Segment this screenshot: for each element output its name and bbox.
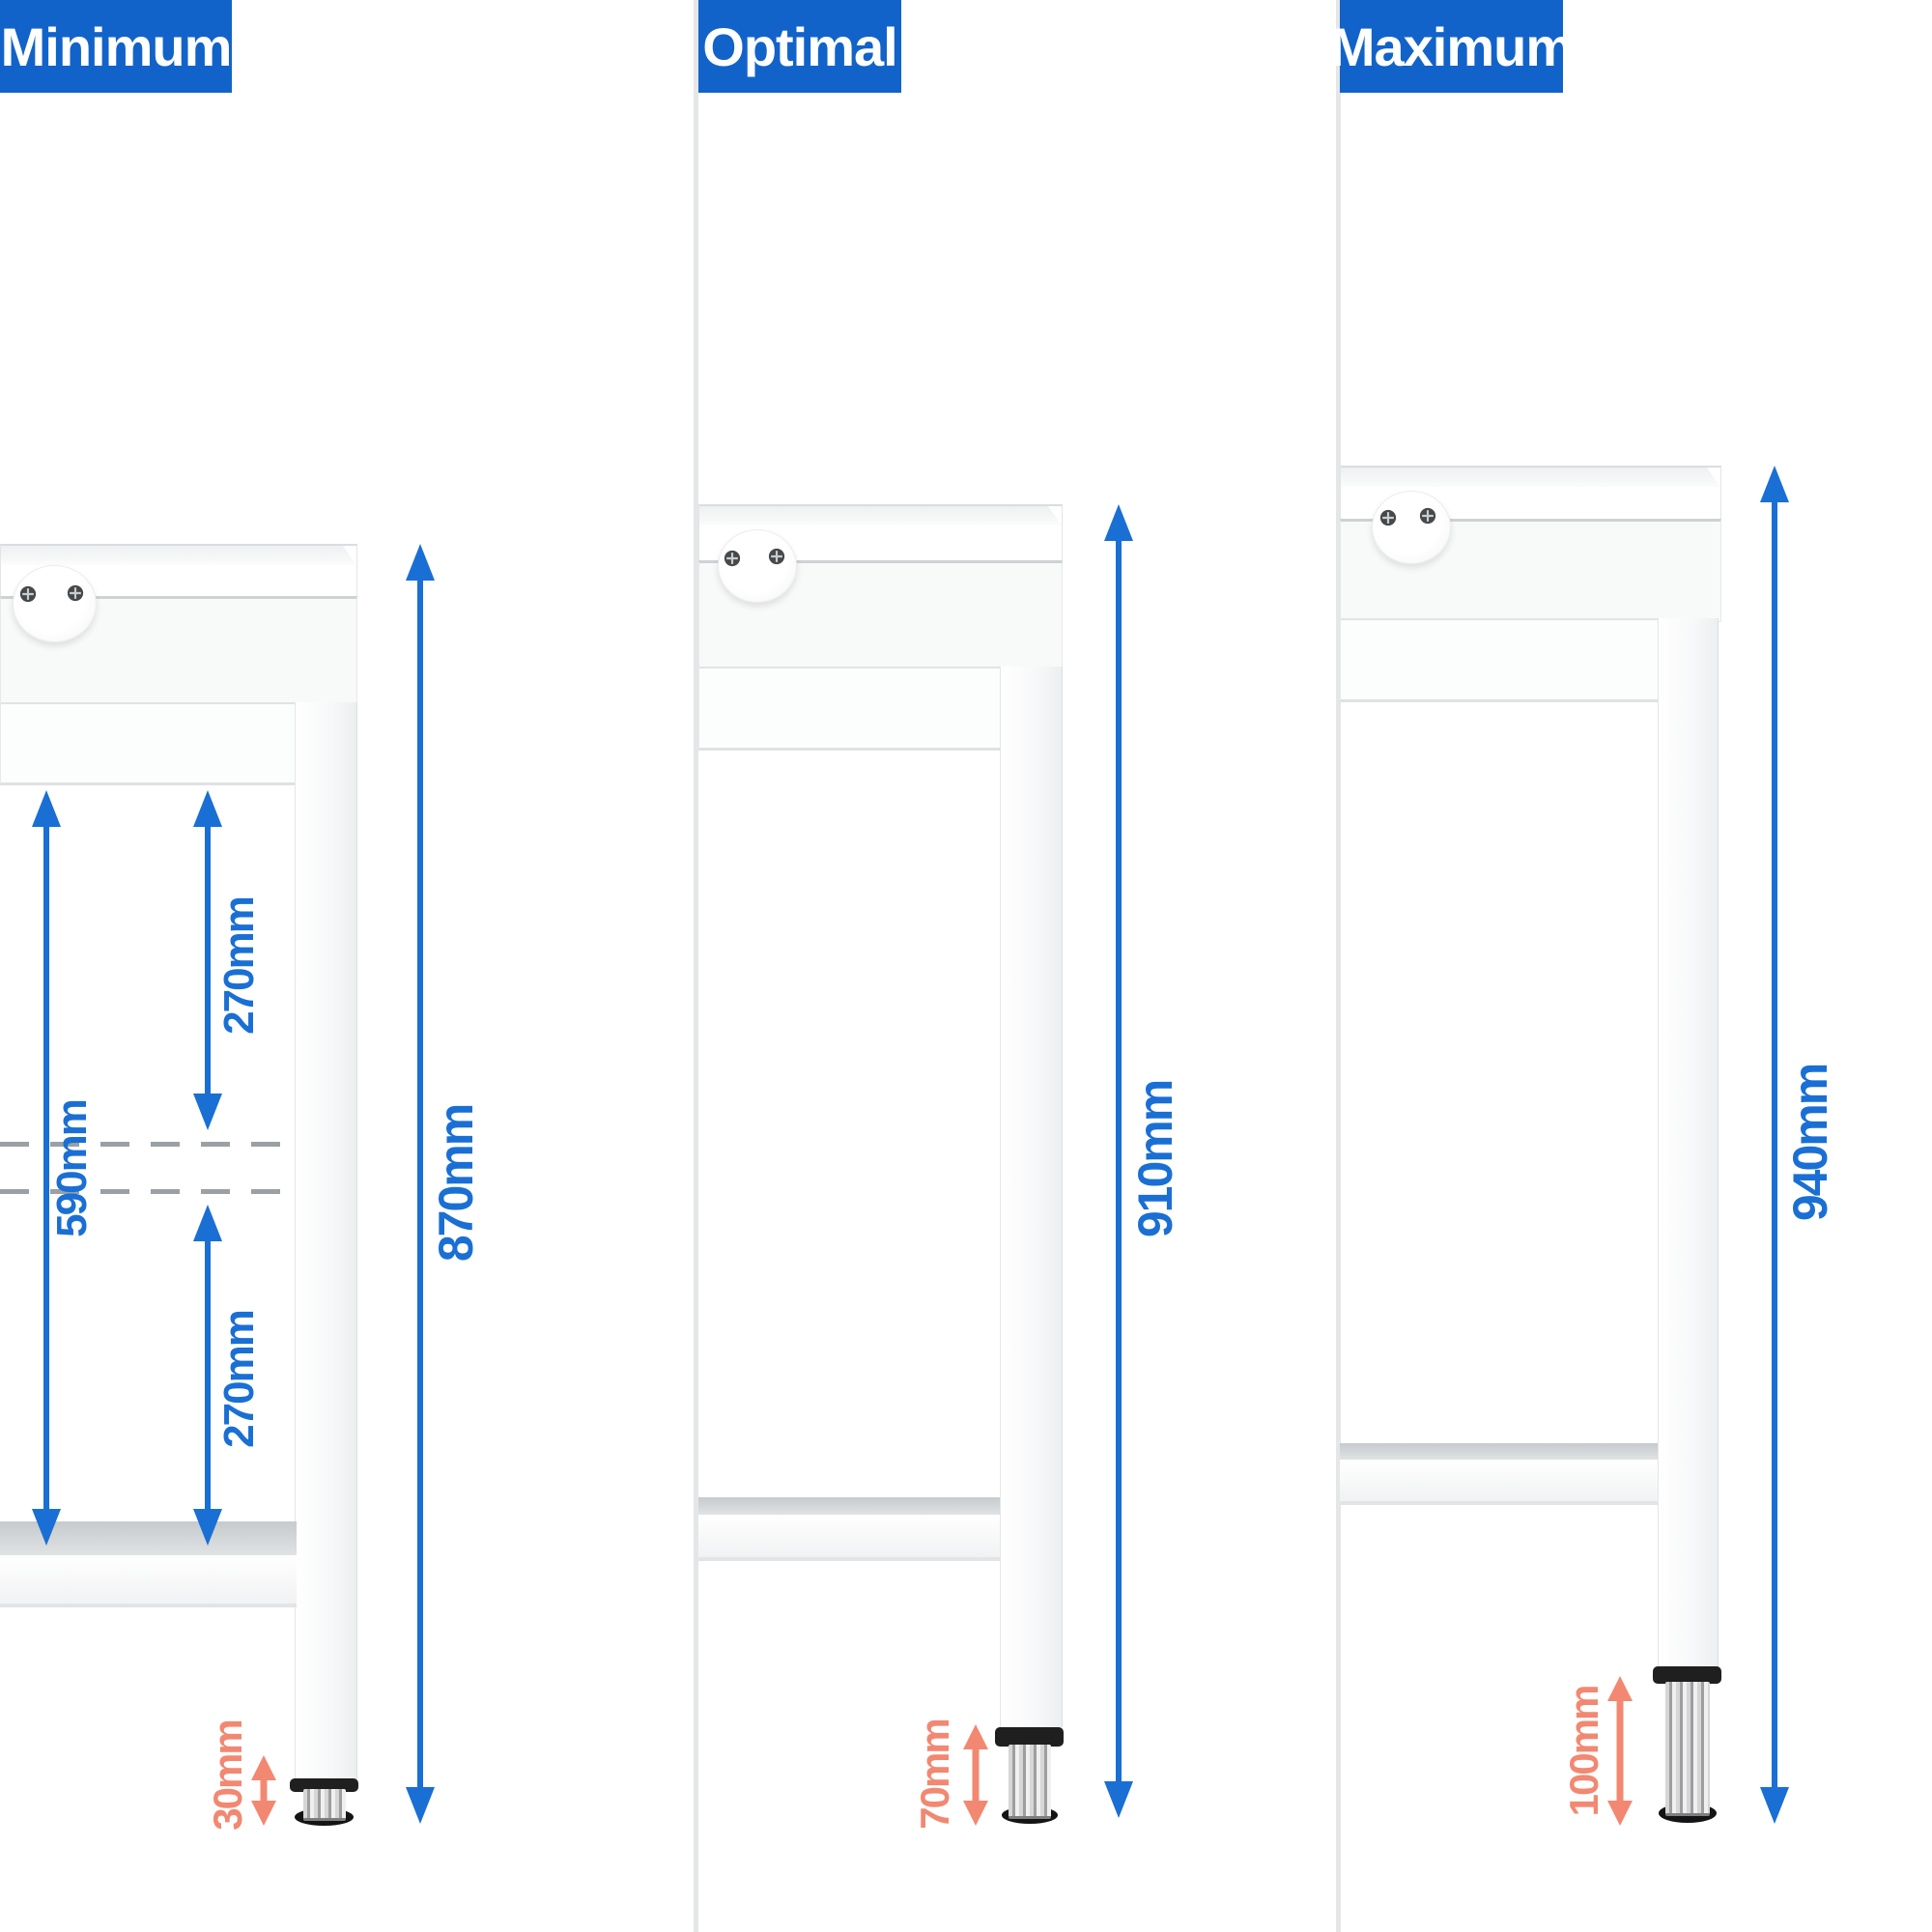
screw-icon: [1379, 509, 1397, 526]
dimension-label-940mm: 940mm: [1783, 1064, 1837, 1222]
adjust-label-70mm: 70mm: [912, 1719, 957, 1830]
dashed-break-line: [0, 1189, 296, 1194]
dimension-arrow-590mm: [30, 790, 63, 1546]
arrowhead-up-icon: [963, 1724, 988, 1749]
arrowhead-down-icon: [32, 1509, 61, 1546]
dimension-label-910mm: 910mm: [1128, 1080, 1182, 1238]
tabletop-edge: [699, 506, 1062, 526]
dimension-label-590mm: 590mm: [48, 1100, 96, 1237]
arrow-line: [1116, 533, 1122, 1789]
panel-title-label: Minimum: [0, 15, 233, 77]
upper-cross-rail: [1340, 618, 1660, 702]
arrowhead-down-icon: [406, 1787, 435, 1824]
arrow-line: [1616, 1693, 1624, 1808]
panel-title-label: Optimal: [702, 15, 897, 77]
arrowhead-up-icon: [1607, 1676, 1633, 1701]
adjustable-foot: [1009, 1745, 1051, 1819]
table-leg: [295, 702, 357, 1779]
arrowhead-up-icon: [193, 790, 222, 827]
bottom-rail-front: [698, 1515, 1000, 1561]
panel-divider: [1336, 0, 1341, 1932]
table-leg: [1000, 667, 1063, 1727]
tabletop-edge: [1, 546, 356, 565]
arrowhead-up-icon: [406, 544, 435, 581]
arrow-line: [43, 819, 49, 1517]
adjustable-foot: [1665, 1682, 1710, 1816]
panel-title-minimum: Minimum: [0, 0, 232, 93]
dimension-arrow-910mm: [1102, 504, 1135, 1818]
screw-icon: [768, 548, 785, 565]
dashed-break-line: [0, 1142, 296, 1147]
arrow-line: [205, 819, 211, 1101]
arrow-line: [1772, 495, 1777, 1795]
tabletop-edge: [1341, 468, 1720, 487]
bottom-rail-front: [1340, 1460, 1658, 1505]
arrowhead-down-icon: [193, 1094, 222, 1130]
arrow-line: [417, 573, 423, 1795]
bottom-rail-surface: [698, 1497, 1000, 1515]
screw-icon: [19, 585, 37, 603]
upper-cross-rail: [698, 667, 1002, 751]
dimension-label-870mm: 870mm: [429, 1104, 483, 1263]
foot-cap: [1653, 1666, 1721, 1684]
mounting-bracket: [718, 529, 797, 603]
panel-title-optimal: Optimal: [698, 0, 901, 93]
table-leg: [1658, 618, 1719, 1666]
dimension-label-270mm-lower: 270mm: [215, 1311, 263, 1448]
panel-title-maximum: Maximum: [1330, 0, 1574, 93]
screw-icon: [724, 550, 741, 567]
adjust-arrow-30mm: [250, 1755, 277, 1826]
mounting-bracket: [1372, 491, 1451, 564]
dimension-label-270mm-upper: 270mm: [215, 897, 263, 1035]
arrowhead-up-icon: [32, 790, 61, 827]
adjust-arrow-100mm: [1606, 1676, 1634, 1826]
adjust-label-30mm: 30mm: [205, 1720, 250, 1831]
arrow-line: [260, 1773, 268, 1808]
dimension-arrow-270mm-upper: [191, 790, 224, 1130]
adjust-label-100mm: 100mm: [1561, 1686, 1606, 1817]
mounting-bracket: [13, 565, 97, 642]
dimension-arrow-940mm: [1758, 466, 1791, 1824]
arrowhead-down-icon: [193, 1509, 222, 1546]
arrow-line: [972, 1742, 980, 1808]
foot-cap: [995, 1727, 1064, 1747]
arrowhead-down-icon: [251, 1801, 276, 1826]
dimension-arrow-270mm-lower: [191, 1205, 224, 1546]
arrow-line: [205, 1234, 211, 1517]
arrowhead-up-icon: [1760, 466, 1789, 502]
arrowhead-up-icon: [251, 1755, 276, 1780]
arrowhead-down-icon: [1607, 1801, 1633, 1826]
screw-icon: [1419, 507, 1436, 525]
upper-cross-rail: [0, 702, 298, 785]
bottom-rail-surface: [1340, 1443, 1658, 1460]
arrowhead-down-icon: [1104, 1781, 1133, 1818]
adjustable-foot: [303, 1789, 346, 1821]
screw-icon: [67, 584, 84, 602]
arrowhead-down-icon: [963, 1801, 988, 1826]
arrowhead-up-icon: [1104, 504, 1133, 541]
bottom-shelf-front: [0, 1555, 297, 1607]
foot-cap: [290, 1778, 358, 1792]
adjust-arrow-70mm: [962, 1724, 989, 1826]
panel-title-label: Maximum: [1329, 15, 1574, 77]
arrowhead-down-icon: [1760, 1787, 1789, 1824]
dimension-arrow-870mm: [404, 544, 437, 1824]
panel-divider: [694, 0, 698, 1932]
arrowhead-up-icon: [193, 1205, 222, 1241]
